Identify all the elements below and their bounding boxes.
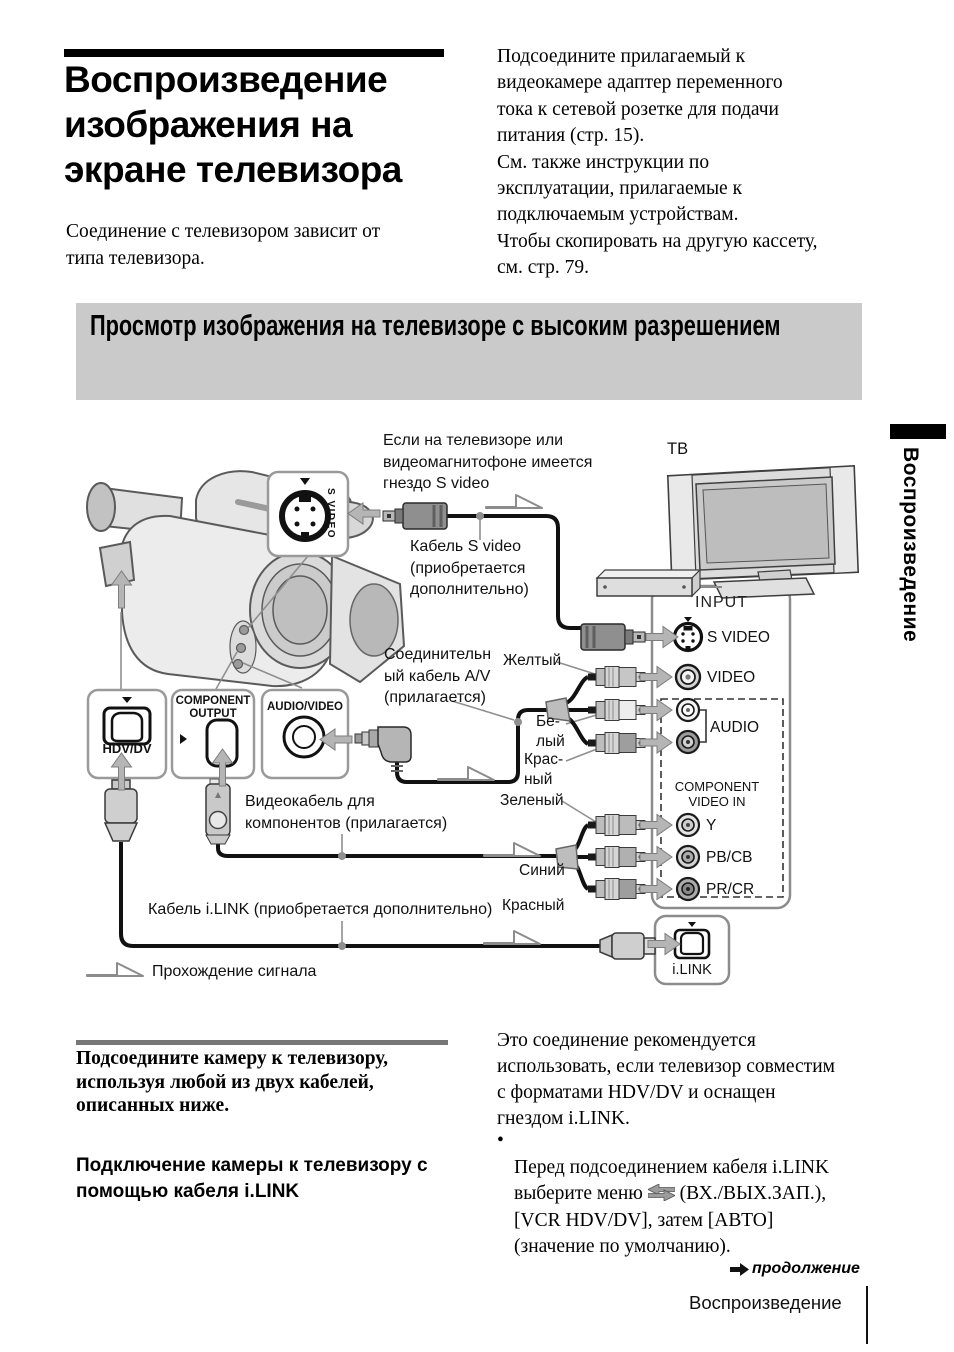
rca-plug-red-icon bbox=[587, 878, 646, 900]
ilink-jack-icon bbox=[102, 706, 152, 746]
video-jack-icon bbox=[674, 663, 702, 691]
wire-label-white: Бе- лый bbox=[536, 713, 565, 750]
ilink-jack-icon bbox=[673, 922, 711, 960]
chapter-tab bbox=[890, 424, 946, 439]
panel-ilink-label: i.LINK bbox=[672, 962, 712, 978]
av-minijack-plug-icon bbox=[354, 726, 412, 772]
plugs bbox=[103, 501, 656, 960]
rca-plug-blue-icon bbox=[587, 846, 646, 868]
wire-label-yellow: Желтый bbox=[503, 652, 562, 669]
in-out-rec-menu-icon bbox=[646, 1183, 676, 1202]
bullet-text: Перед подсоединением кабеля i.LINK выбер… bbox=[514, 1128, 829, 1261]
camcorder-illustration bbox=[86, 470, 406, 688]
av-jack-icon bbox=[282, 715, 326, 759]
rca-plug-red-icon bbox=[587, 732, 646, 754]
panel-input-label: INPUT bbox=[695, 594, 748, 611]
camera-av-label: AUDIO/VIDEO bbox=[266, 701, 344, 713]
wire-label-red: Крас- ный bbox=[524, 751, 564, 788]
marker-triangle-icon bbox=[122, 697, 132, 703]
panel-y-label: Y bbox=[706, 817, 717, 834]
component-plug-icon bbox=[205, 778, 231, 845]
title-rule bbox=[64, 49, 444, 57]
page-title: Воспроизведение изображения на экране те… bbox=[64, 59, 402, 190]
s-video-cable bbox=[447, 514, 581, 630]
rca-plug-green-icon bbox=[587, 814, 646, 836]
bullet-marker: • bbox=[497, 1130, 504, 1151]
bullet-item: • Перед подсоединением кабеля i.LINK выб… bbox=[497, 1128, 829, 1261]
section-banner-title: Просмотр изображения на телевизоре с выс… bbox=[90, 310, 781, 342]
audio-jack-icons bbox=[675, 697, 707, 755]
panel-component-label: COMPONENT VIDEO IN bbox=[674, 779, 760, 809]
s-video-cable-label: Кабель S video (приобретается дополнител… bbox=[410, 538, 529, 598]
chapter-tab-label: Воспроизведение bbox=[899, 447, 922, 643]
cables bbox=[119, 514, 601, 948]
recommendation-paragraph: Это соединение рекомендуется использоват… bbox=[497, 1030, 835, 1129]
tv-input-jacks bbox=[660, 617, 784, 960]
bullet-text-pre: Перед подсоединением кабеля i.LINK выбер… bbox=[514, 1156, 830, 1205]
vcr-illustration bbox=[595, 568, 722, 598]
ilink-plug-icon bbox=[599, 932, 656, 960]
camera-hdv-dv-label: HDV/DV bbox=[102, 741, 152, 756]
hdv-dv-callout bbox=[86, 688, 168, 780]
panel-audio-label: AUDIO bbox=[710, 719, 760, 736]
camera-component-label: COMPONENT OUTPUT bbox=[175, 695, 251, 720]
component-output-callout bbox=[170, 688, 256, 780]
ilink-cable-label: Кабель i.LINK (приобретается дополнитель… bbox=[148, 901, 493, 918]
signal-flow-legend: Прохождение сигнала bbox=[152, 963, 317, 980]
marker-triangle-icon bbox=[180, 734, 187, 744]
ilink-cable bbox=[119, 842, 601, 948]
wire-label-blue: Синий bbox=[519, 862, 565, 879]
section-banner: Просмотр изображения на телевизоре с выс… bbox=[76, 303, 862, 400]
panel-pb-cb-label: PB/CB bbox=[706, 849, 753, 866]
connection-diagram bbox=[86, 464, 860, 986]
footer-section-label: Воспроизведение bbox=[689, 1292, 842, 1313]
tv-label: ТВ bbox=[667, 440, 689, 458]
leader-lines bbox=[120, 519, 603, 943]
av-cable-label: Соединительн ый кабель A/V (прилагается) bbox=[384, 646, 492, 706]
rca-plug-yellow-icon bbox=[587, 666, 646, 688]
divider-rule bbox=[76, 1040, 448, 1045]
intro-paragraph: Соединение с телевизором зависит от типа… bbox=[66, 221, 381, 269]
av-cable bbox=[395, 708, 547, 784]
audio-video-callout bbox=[260, 688, 350, 780]
tv-illustration bbox=[666, 464, 860, 599]
cable-dots bbox=[338, 512, 522, 950]
s-video-plug-icon bbox=[381, 501, 449, 531]
marker-triangle-icon bbox=[300, 478, 310, 485]
camera-s-video-label: S VIDEO bbox=[325, 488, 336, 540]
continuation-note: продолжение bbox=[730, 1260, 860, 1278]
s-video-connector-icon bbox=[279, 490, 331, 542]
top-right-paragraph: Подсоедините прилагаемый к видеокамере а… bbox=[497, 46, 818, 279]
panel-s-video-label: S VIDEO bbox=[707, 629, 770, 646]
panel-pr-cr-label: PR/CR bbox=[706, 881, 755, 898]
component-cable bbox=[216, 843, 557, 858]
component-jack-icons bbox=[675, 812, 701, 902]
subheading-ilink: Подключение камеры к телевизору с помощь… bbox=[76, 1155, 428, 1202]
instruction-paragraph: Подсоедините камеру к телевизору, исполь… bbox=[76, 1048, 388, 1116]
rca-plug-white-icon bbox=[587, 699, 646, 721]
wire-label-green: Зеленый bbox=[500, 792, 564, 809]
wire-label-red: Красный bbox=[502, 897, 565, 914]
s-video-callout bbox=[266, 470, 350, 558]
panel-video-label: VIDEO bbox=[707, 669, 756, 686]
s-video-plug-icon bbox=[579, 622, 647, 652]
bullet-text-post: (ВХ./ВЫХ.ЗАП.), [VCR HDV/DV], затем [АВТ… bbox=[514, 1183, 827, 1257]
s-video-note: Если на телевизоре или видеомагнитофоне … bbox=[383, 432, 593, 492]
continuation-arrow-icon bbox=[730, 1262, 749, 1276]
s-video-jack-icon bbox=[672, 621, 704, 653]
continuation-label: продолжение bbox=[752, 1260, 860, 1277]
footer-divider bbox=[866, 1286, 868, 1344]
component-cable-label: Видеокабель для компонентов (прилагается… bbox=[245, 793, 448, 832]
